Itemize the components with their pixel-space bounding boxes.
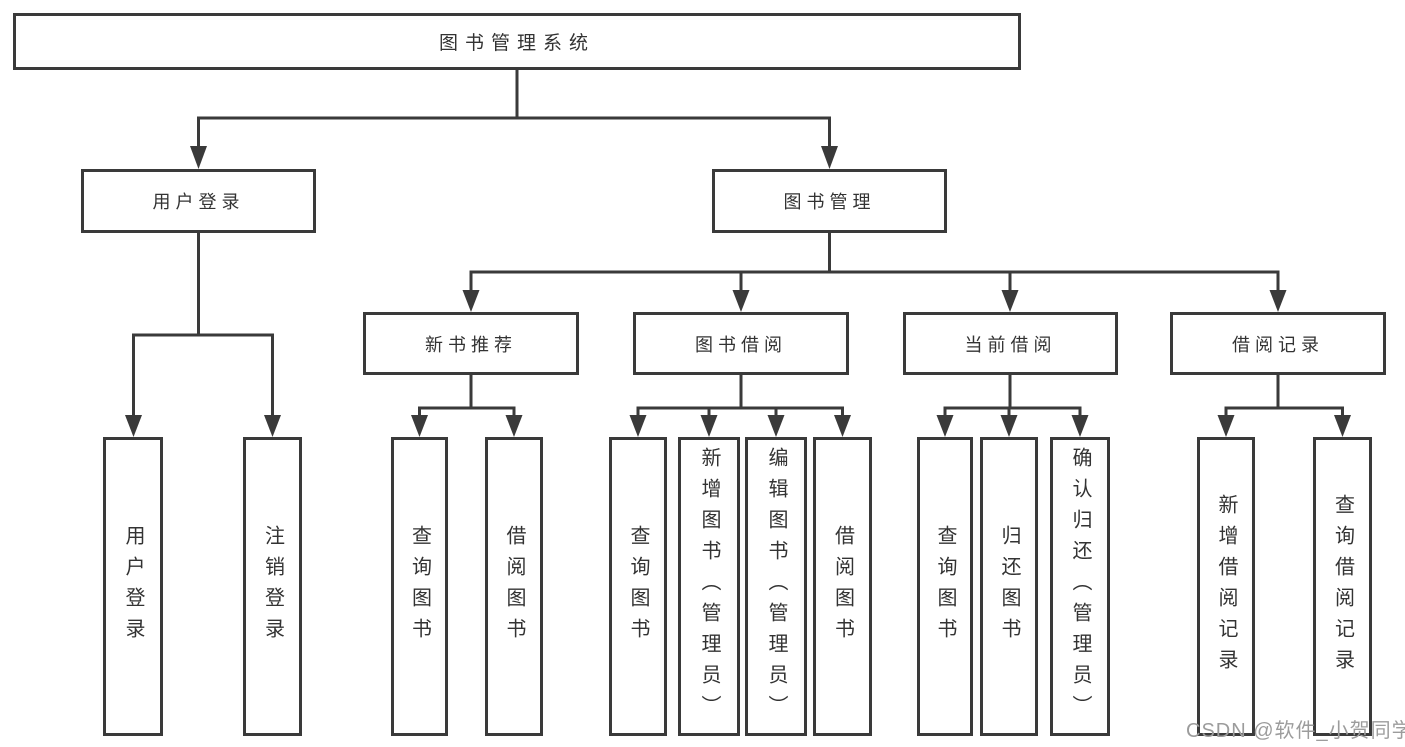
leaf-logout: 注销登录 [243, 437, 302, 736]
leaf-query-books-borrow: 查询图书 [609, 437, 667, 736]
node-label: 新书推荐 [425, 334, 517, 355]
node-label: 用户登录 [122, 524, 144, 649]
node-label: 注销登录 [261, 524, 284, 649]
leaf-add-books-admin: 新增图书（管理员） [678, 437, 740, 736]
node-borrowing-records: 借阅记录 [1170, 312, 1386, 375]
node-label: 当前借阅 [964, 334, 1057, 355]
node-user-login: 用户登录 [81, 169, 316, 233]
node-label: 确认归还（管理员） [1069, 447, 1091, 726]
leaf-query-borrow-record: 查询借阅记录 [1313, 437, 1372, 736]
node-label: 查询图书 [408, 524, 431, 649]
node-label: 查询图书 [934, 524, 956, 649]
leaf-query-books-current: 查询图书 [917, 437, 973, 736]
node-current-borrowing: 当前借阅 [903, 312, 1118, 375]
node-label: 图书借阅 [695, 334, 787, 355]
node-label: 新增图书（管理员） [698, 447, 720, 726]
csdn-watermark: CSDN @软件_小贺同学 [1186, 720, 1405, 742]
node-label: 查询图书 [627, 524, 649, 649]
leaf-add-borrow-record: 新增借阅记录 [1197, 437, 1255, 736]
leaf-user-login: 用户登录 [103, 437, 163, 736]
leaf-borrow-books-recommend: 借阅图书 [485, 437, 543, 736]
leaf-borrow-books: 借阅图书 [813, 437, 872, 736]
node-label: 归还图书 [998, 524, 1020, 649]
leaf-query-books-recommend: 查询图书 [391, 437, 448, 736]
node-label: 新增借阅记录 [1215, 493, 1237, 680]
node-library-management-system: 图书管理系统 [13, 13, 1021, 70]
arrowhead-icons [125, 146, 1351, 437]
node-label: 借阅记录 [1232, 334, 1324, 355]
node-label: 编辑图书（管理员） [765, 447, 787, 726]
leaf-edit-books-admin: 编辑图书（管理员） [745, 437, 807, 736]
node-label: 借阅图书 [503, 524, 525, 649]
node-label: 图书管理 [783, 192, 876, 212]
node-label: 借阅图书 [831, 524, 854, 649]
node-label: 查询借阅记录 [1331, 493, 1354, 680]
node-label: 图书管理系统 [438, 33, 595, 54]
node-book-borrowing: 图书借阅 [633, 312, 849, 375]
node-label: 用户登录 [152, 192, 245, 212]
leaf-return-books: 归还图书 [980, 437, 1038, 736]
node-book-management: 图书管理 [712, 169, 947, 233]
node-new-book-recommendation: 新书推荐 [363, 312, 579, 375]
leaf-confirm-return-admin: 确认归还（管理员） [1050, 437, 1110, 736]
